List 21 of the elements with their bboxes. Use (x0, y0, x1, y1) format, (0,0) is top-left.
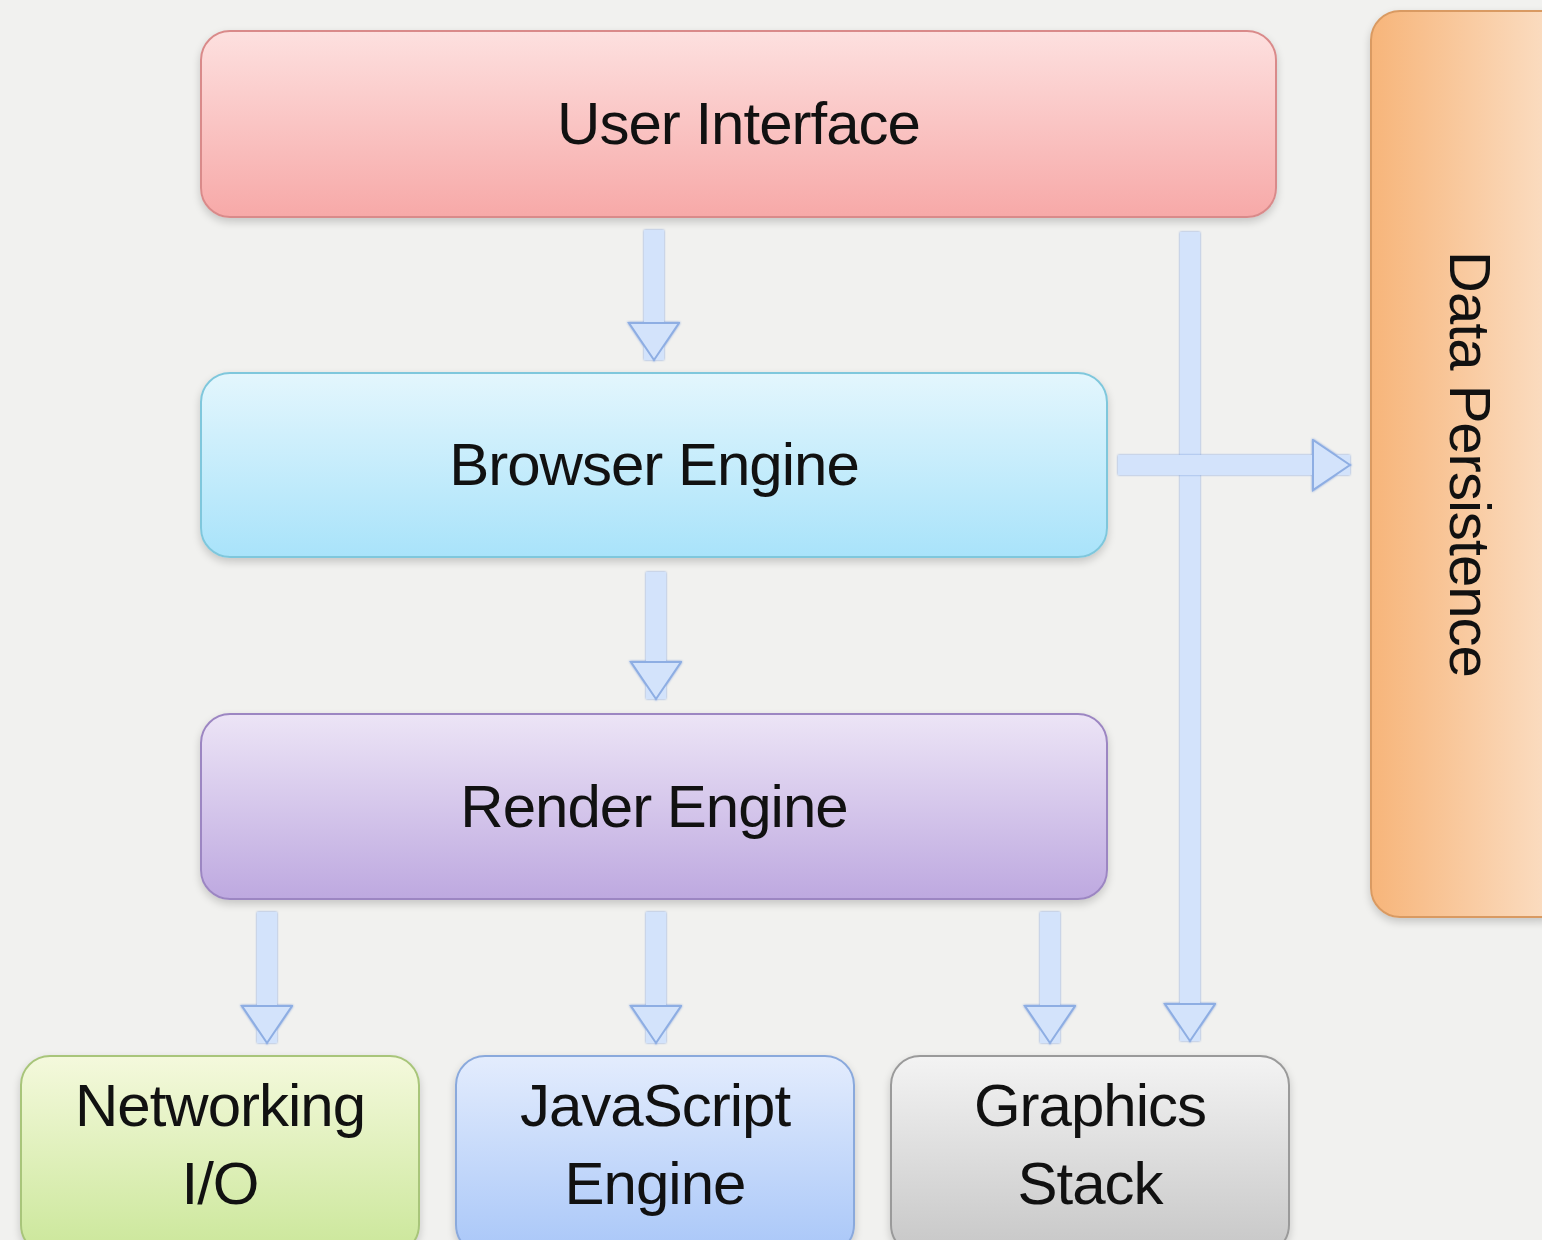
box-label: Render Engine (460, 771, 848, 842)
process-box (455, 1055, 855, 1240)
process-box (20, 1055, 420, 1240)
block-arrow (630, 912, 682, 1044)
process-box (890, 1055, 1290, 1240)
box-label: Networking I/O (73, 1071, 367, 1219)
process-box (200, 372, 1108, 558)
block-arrow (628, 230, 680, 361)
block-arrow (241, 912, 293, 1044)
box-label: JavaScript Engine (518, 1071, 792, 1219)
process-box (200, 713, 1108, 900)
process-box (200, 30, 1277, 218)
box-label: Data Persistence (1436, 251, 1504, 677)
box-label: Graphics Stack (972, 1071, 1208, 1219)
block-arrow (1024, 912, 1076, 1044)
block-arrow (630, 572, 682, 700)
block-arrow (1164, 232, 1216, 1042)
block-arrow (1118, 439, 1351, 491)
box-label: Browser Engine (449, 430, 859, 500)
box-label: User Interface (557, 89, 920, 159)
vertical-bar (1370, 10, 1542, 918)
